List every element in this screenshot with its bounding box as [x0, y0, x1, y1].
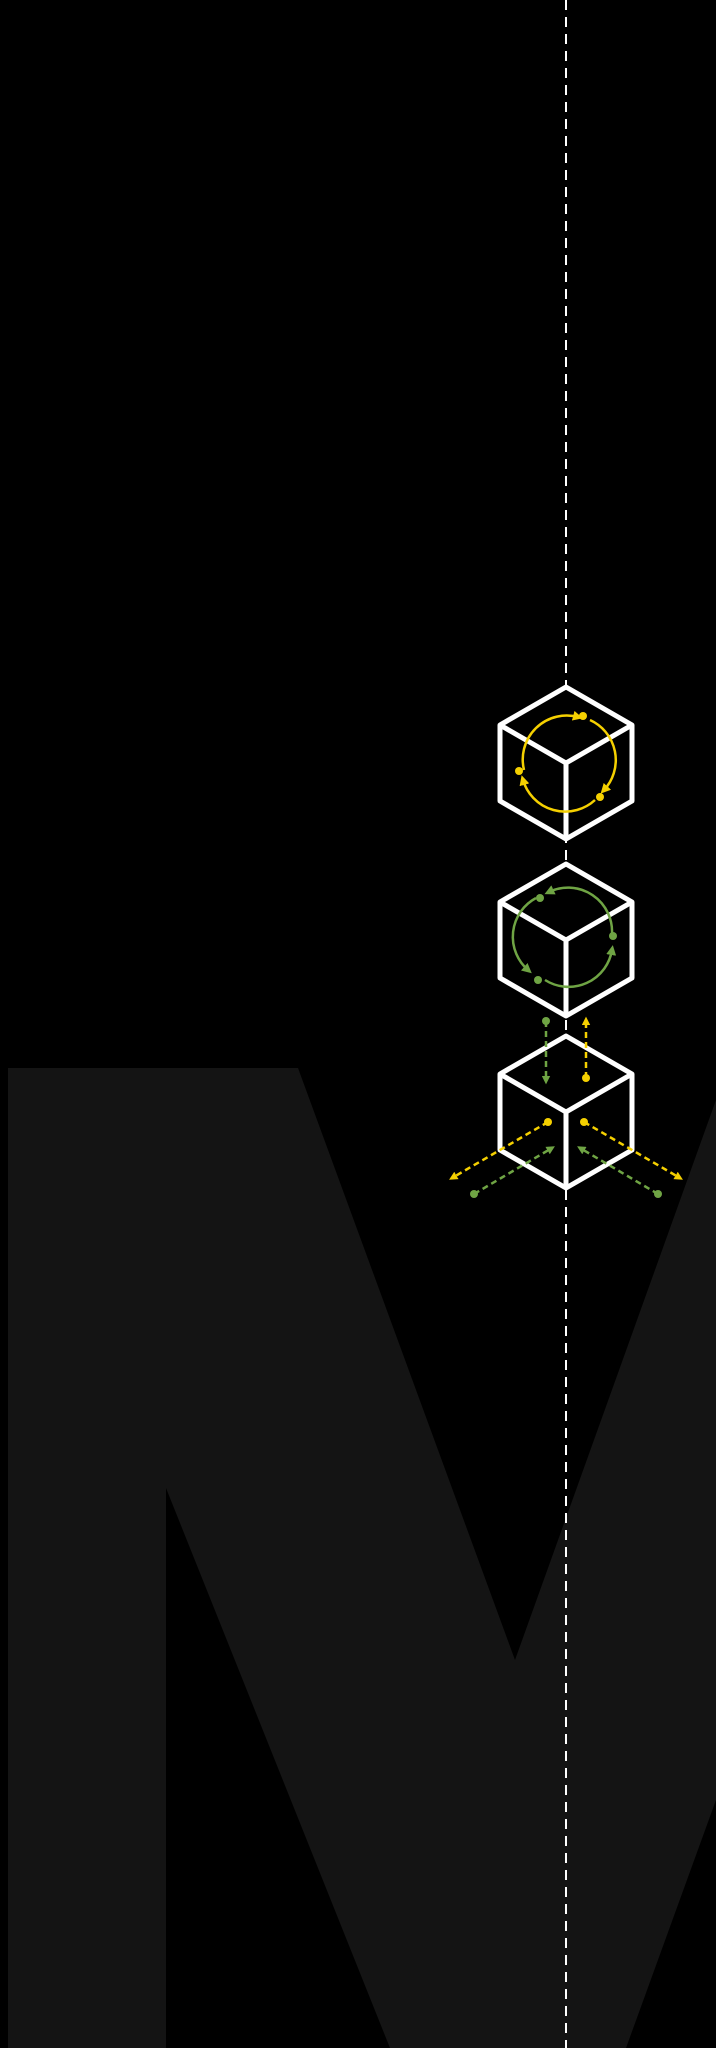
cube-cycle-green-icon: [497, 861, 635, 1019]
cube-cycle-yellow-icon: [497, 684, 635, 842]
cube-explode-arrows-icon: [449, 1016, 683, 1198]
watermark-letter-n: [8, 1068, 716, 2048]
